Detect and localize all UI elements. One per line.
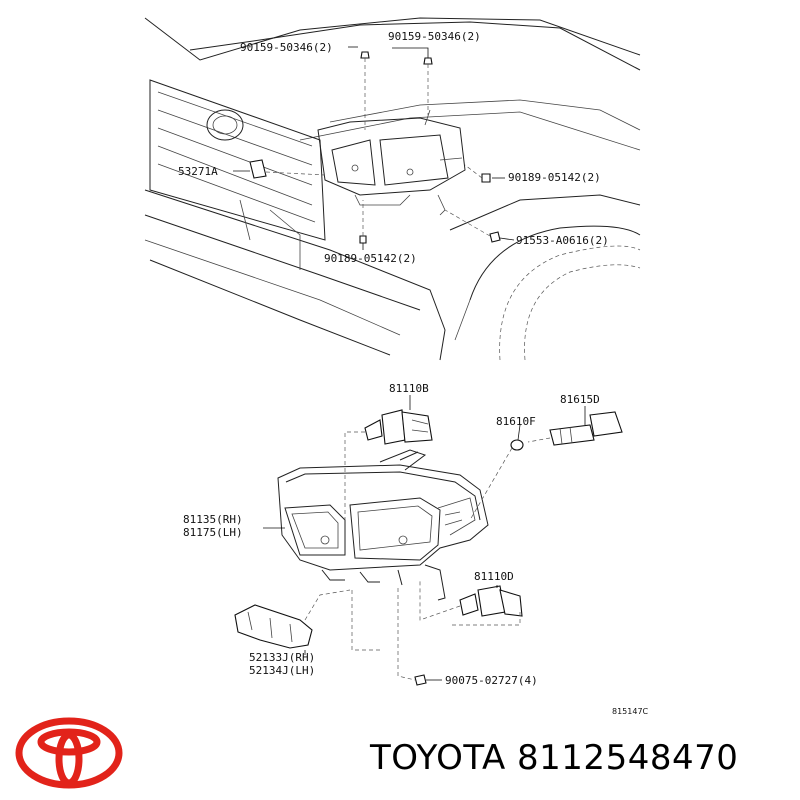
bulb-81610f bbox=[510, 439, 524, 451]
label-90075-02727: 90075-02727(4) bbox=[445, 674, 538, 687]
brand-part-number: TOYOTA 8112548470 bbox=[370, 738, 739, 778]
label-91553-a0616: 91553-A0616(2) bbox=[516, 234, 609, 247]
label-81110b: 81110B bbox=[389, 382, 429, 395]
upper-leader-lines bbox=[233, 46, 515, 250]
label-52134j-lh: 52134J(LH) bbox=[249, 664, 315, 677]
label-90159-50346-a: 90159-50346(2) bbox=[240, 41, 333, 54]
socket-81615d bbox=[549, 411, 623, 446]
label-90189-05142-right: 90189-05142(2) bbox=[508, 171, 601, 184]
label-90159-50346-b: 90159-50346(2) bbox=[388, 30, 481, 43]
label-81610f: 81610F bbox=[496, 415, 536, 428]
label-81135-rh: 81135(RH) bbox=[183, 513, 243, 526]
vehicle-front-illustration bbox=[144, 17, 641, 361]
toyota-logo bbox=[15, 717, 123, 789]
headlamp-unit-illustration bbox=[277, 449, 489, 601]
label-52133j-rh: 52133J(RH) bbox=[249, 651, 315, 664]
figure-code: 815147C bbox=[612, 707, 649, 716]
lower-leader-lines bbox=[263, 395, 586, 681]
bulb-81110b bbox=[364, 409, 433, 445]
bracket-52133j bbox=[234, 604, 313, 649]
upper-hardware bbox=[249, 51, 501, 244]
label-81615d: 81615D bbox=[560, 393, 600, 406]
label-53271a: 53271A bbox=[178, 165, 218, 178]
screw-90075-02727 bbox=[414, 674, 427, 686]
label-81175-lh: 81175(LH) bbox=[183, 526, 243, 539]
label-81110d: 81110D bbox=[474, 570, 514, 583]
label-90189-05142-bottom: 90189-05142(2) bbox=[324, 252, 417, 265]
bulb-81110d bbox=[459, 585, 523, 617]
